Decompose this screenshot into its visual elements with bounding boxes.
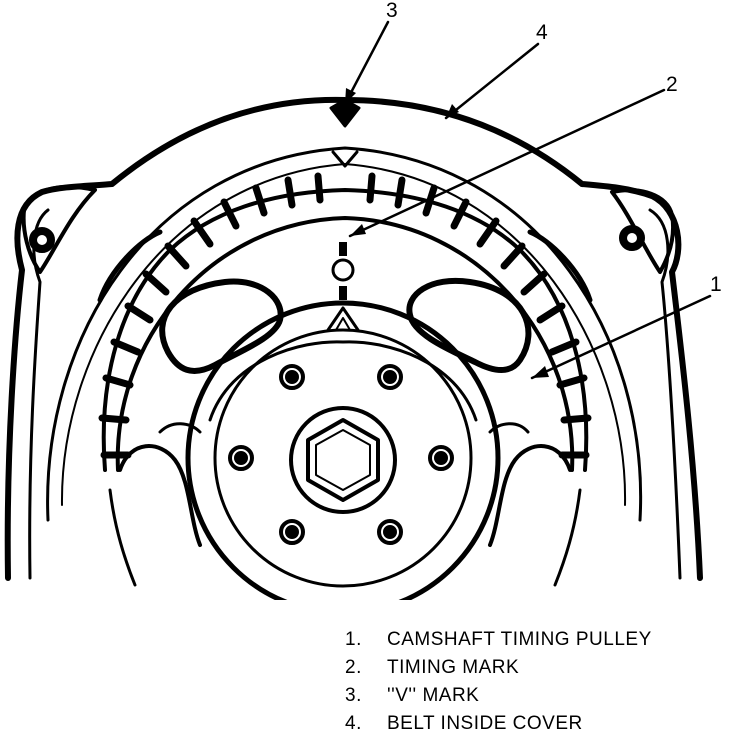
timing-mark: [331, 242, 355, 300]
hub-bolt-holes: [228, 364, 454, 545]
callout-2: 2: [666, 73, 678, 96]
callout-4: 4: [536, 21, 548, 44]
legend-number: 2.: [345, 657, 362, 678]
legend-label: CAMSHAFT TIMING PULLEY: [387, 629, 652, 650]
center-hex-bolt: [289, 406, 397, 514]
callout-3: 3: [386, 0, 398, 22]
leader-lines: [343, 20, 712, 380]
camshaft-timing-pulley: [108, 216, 582, 587]
legend: 1. CAMSHAFT TIMING PULLEY 2. TIMING MARK 3…: [345, 626, 652, 738]
legend-number: 3.: [345, 685, 362, 706]
legend-item: 2. TIMING MARK: [345, 654, 652, 682]
leader-arrowheads: [345, 88, 549, 378]
legend-item: 3. ''V'' MARK: [345, 682, 652, 710]
legend-label: TIMING MARK: [387, 657, 520, 678]
v-mark: [329, 98, 361, 168]
legend-label: BELT INSIDE COVER: [387, 713, 583, 734]
pulley-hub: [158, 300, 530, 600]
legend-number: 4.: [345, 713, 362, 734]
legend-item: 4. BELT INSIDE COVER: [345, 710, 652, 738]
camshaft-pulley-diagram: [4, 20, 712, 600]
right-pulley-window: [406, 277, 532, 373]
callout-1: 1: [710, 273, 722, 296]
pulley-teeth: [97, 172, 593, 472]
legend-label: ''V'' MARK: [387, 685, 480, 706]
legend-item: 1. CAMSHAFT TIMING PULLEY: [345, 626, 652, 654]
legend-number: 1.: [345, 629, 362, 650]
